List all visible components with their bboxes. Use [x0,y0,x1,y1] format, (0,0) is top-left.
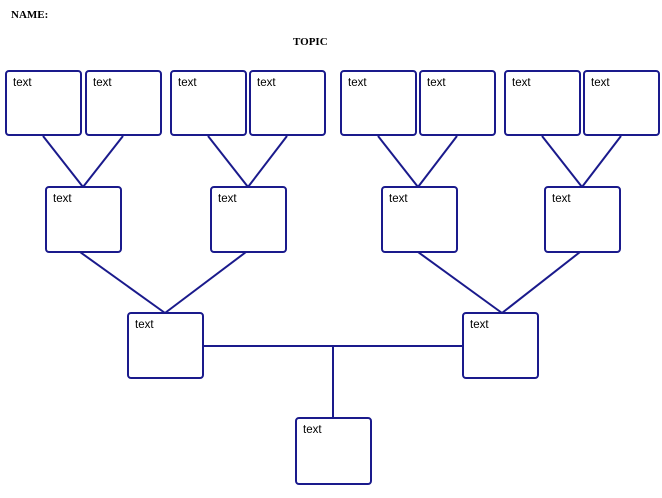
node-text: text [178,77,197,89]
connector-line [82,135,124,188]
tree-node-level1[interactable]: text [170,70,247,136]
connector-line [207,135,249,188]
node-text: text [591,77,610,89]
tree-node-level1[interactable]: text [249,70,326,136]
node-text: text [257,77,276,89]
connector-line [42,135,84,188]
node-text: text [427,77,446,89]
name-label: NAME: [11,9,49,21]
node-text: text [53,193,72,205]
connector-line [247,135,288,188]
node-text: text [93,77,112,89]
tree-node-level1[interactable]: text [85,70,162,136]
tree-node-level1[interactable]: text [340,70,417,136]
tree-node-level3[interactable]: text [127,312,204,379]
connector-line [377,135,419,188]
tree-node-level2[interactable]: text [381,186,458,253]
connector-line [501,251,581,314]
connector-line [417,135,458,188]
connector-line [417,251,503,314]
connector-line [164,251,247,314]
tree-node-level1[interactable]: text [419,70,496,136]
node-text: text [218,193,237,205]
connector-line [581,135,622,188]
tree-node-level1[interactable]: text [5,70,82,136]
node-text: text [552,193,571,205]
connector-line [79,251,166,314]
node-text: text [389,193,408,205]
node-text: text [470,319,489,331]
tree-node-level2[interactable]: text [210,186,287,253]
tree-node-level1[interactable]: text [504,70,581,136]
tree-node-level2[interactable]: text [544,186,621,253]
tree-node-level2[interactable]: text [45,186,122,253]
node-text: text [135,319,154,331]
node-text: text [512,77,531,89]
topic-label: TOPIC [293,36,328,48]
node-text: text [303,424,322,436]
node-text: text [348,77,367,89]
tree-node-level3[interactable]: text [462,312,539,379]
node-text: text [13,77,32,89]
tree-node-root[interactable]: text [295,417,372,485]
tree-node-level1[interactable]: text [583,70,660,136]
connector-line [541,135,583,188]
